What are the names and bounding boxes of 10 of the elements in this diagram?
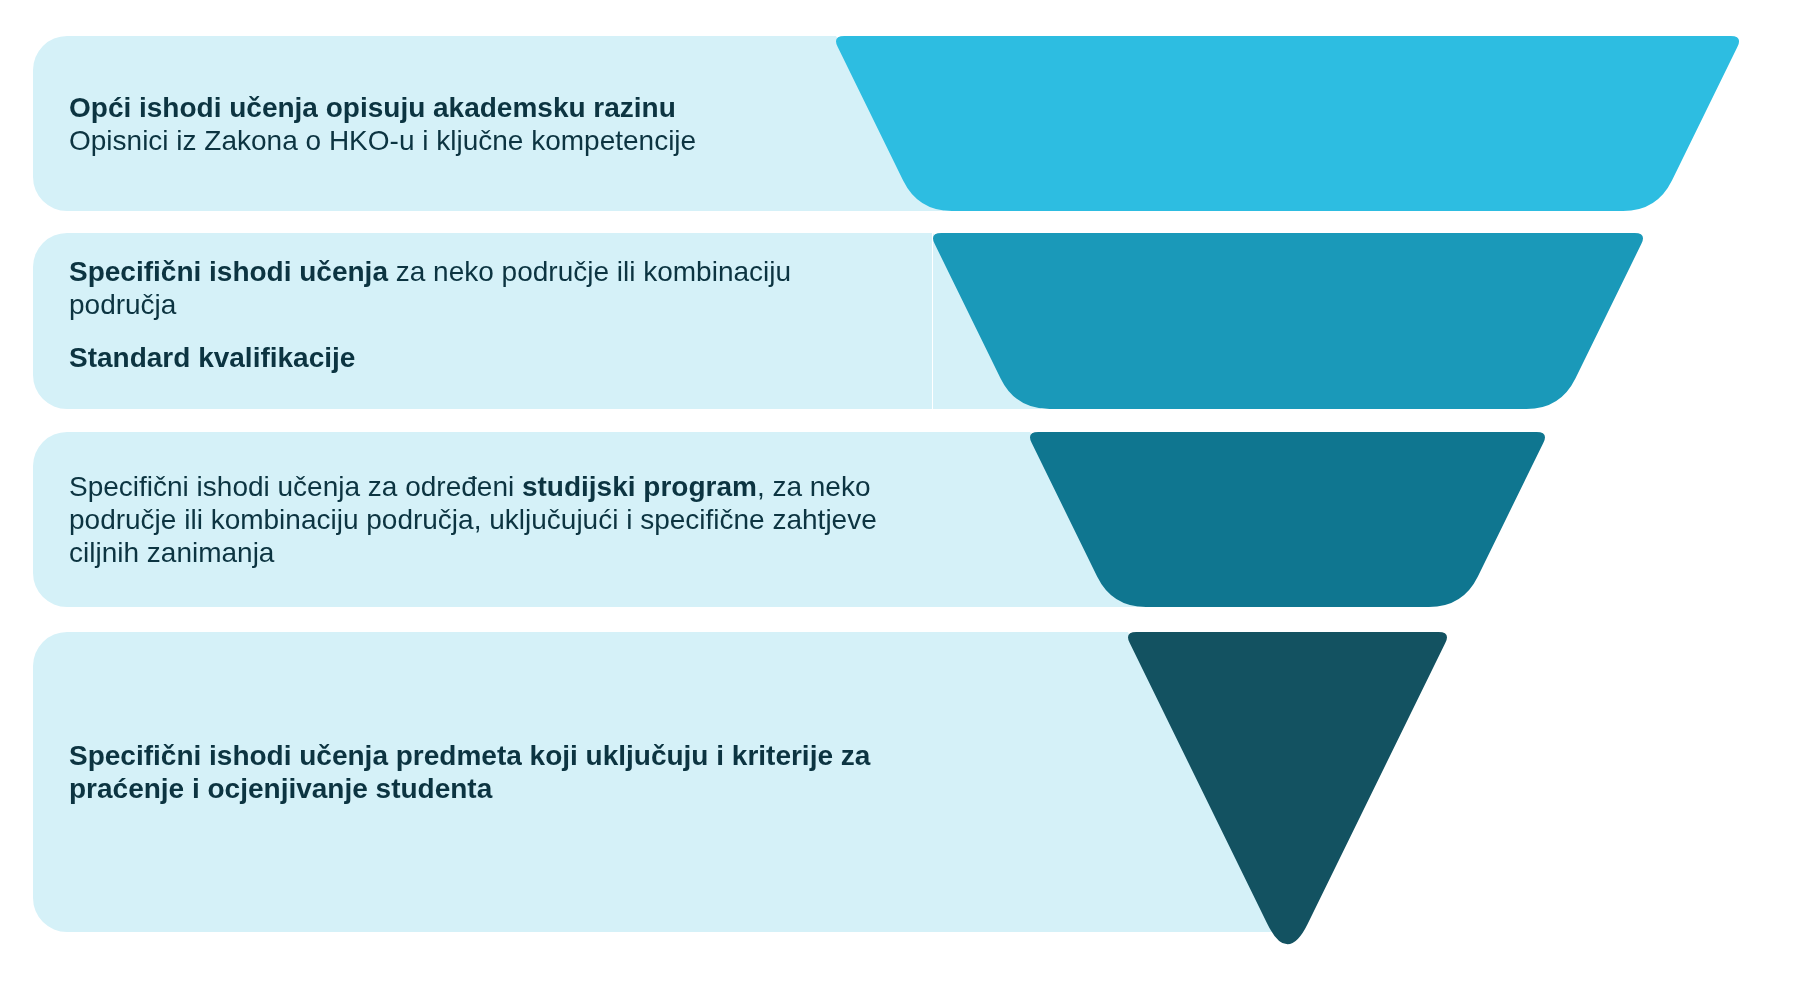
description-text: Specifični ishodi učenja za određeni studijski program, za neko područje ili kombinaciju područja, uključujući i specifične zahtjeve ciljnih zanimanja [69,470,878,569]
heading-text: Specifični ishodi učenja predmeta koji uključuju i kriterije za praćenje i ocjenjivanje studenta [69,739,872,805]
funnel-tip [1128,632,1448,945]
funnel-tier [933,233,1643,409]
funnel-tier [836,36,1740,211]
heading-text: Standard kvalifikacije [69,340,356,374]
description-text: Specifični ishodi učenja za neko područje ili kombinaciju područja [69,254,793,321]
heading-text: Opći ishodi učenja opisuju akademsku razinu [69,90,676,124]
description-text: Opisnici iz Zakona o HKO-u i ključne kompetencije [69,123,697,157]
funnel-tier [1030,432,1546,607]
